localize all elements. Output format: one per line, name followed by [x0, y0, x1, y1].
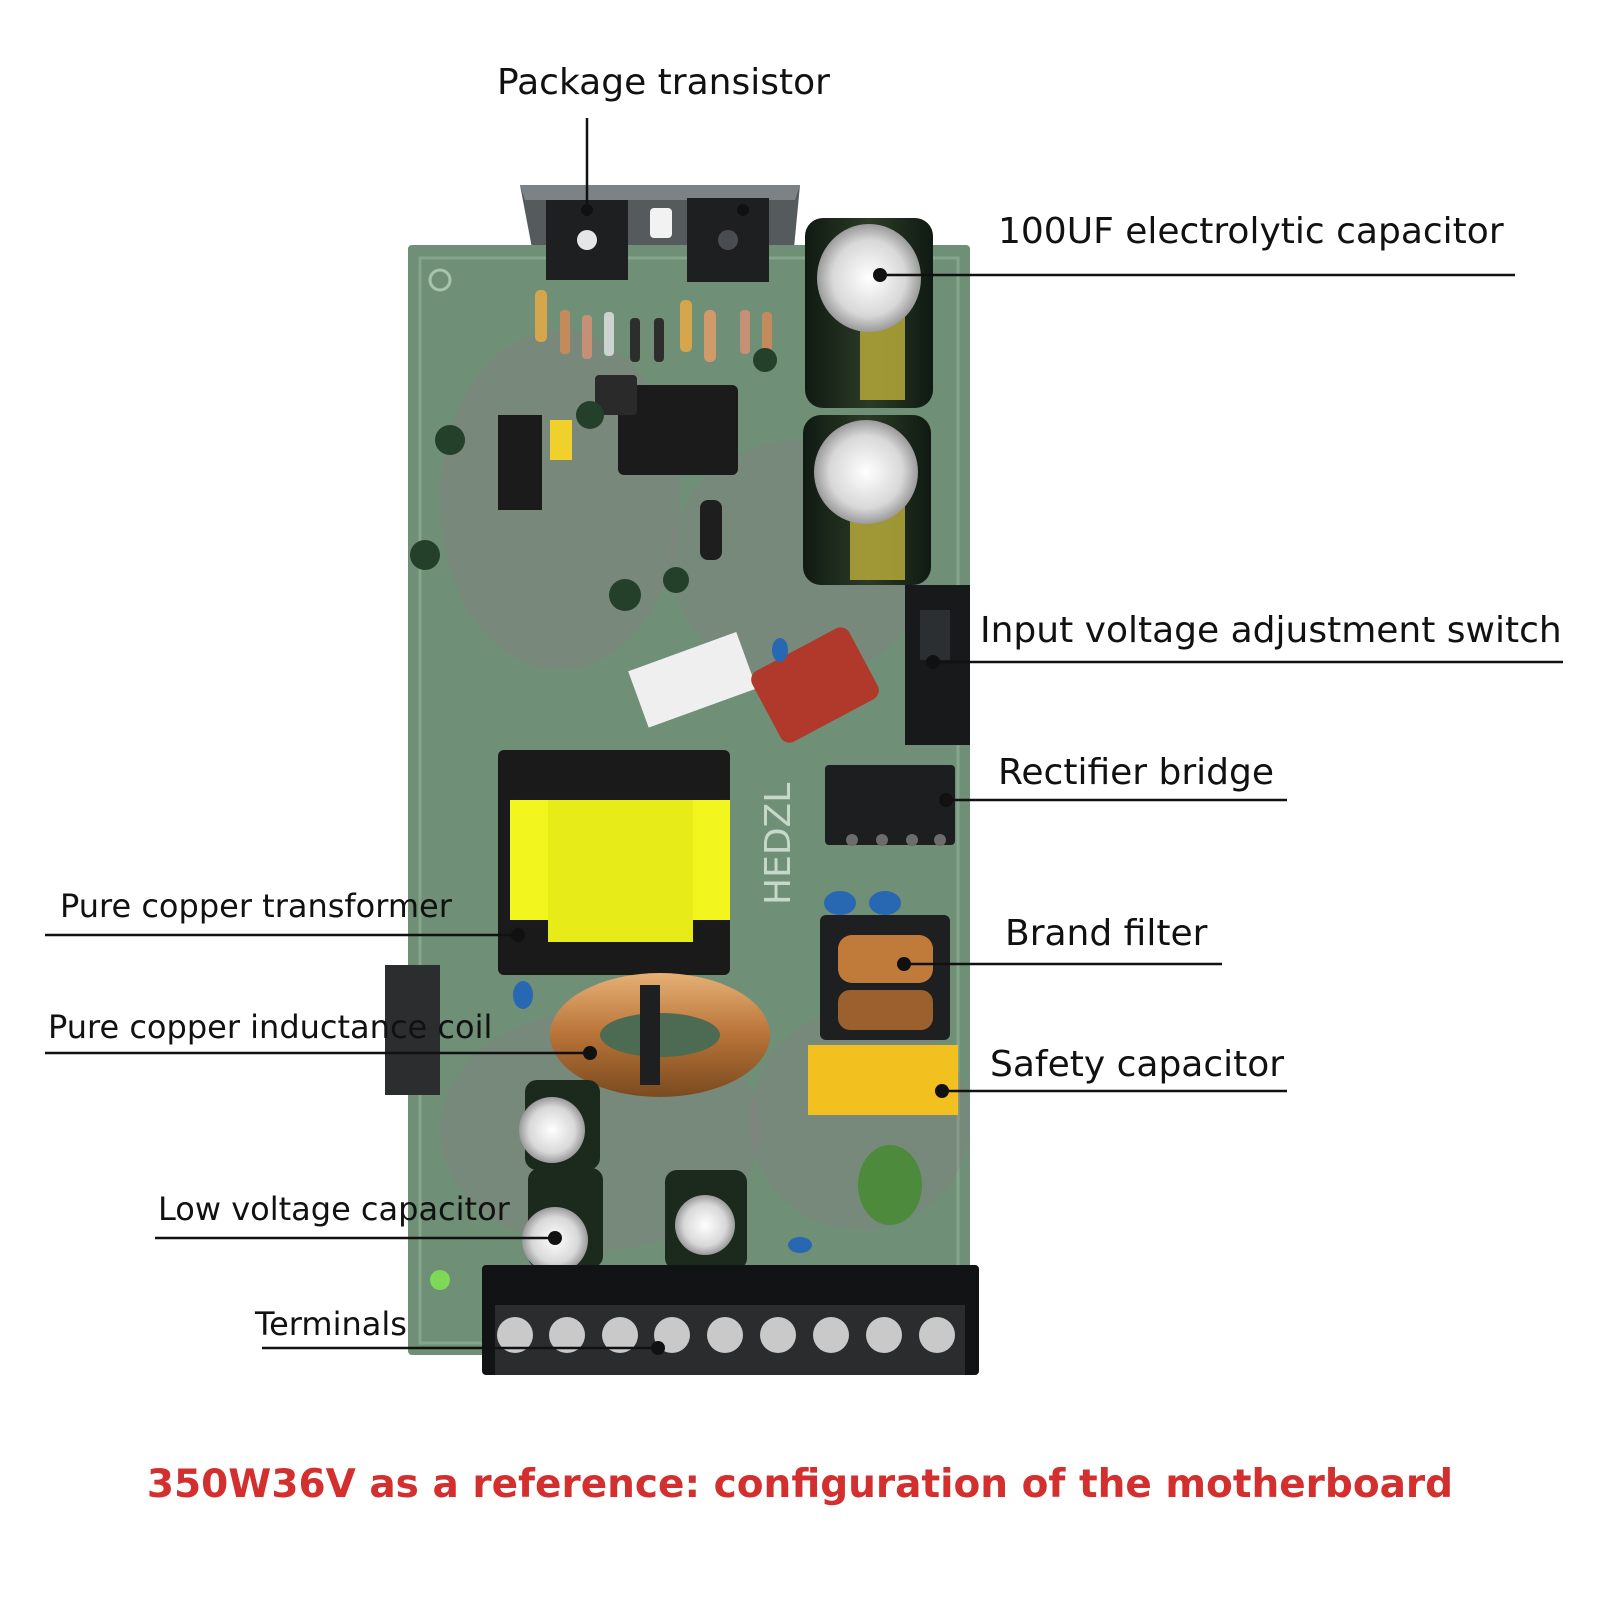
label-safety-capacitor: Safety capacitor	[990, 1044, 1285, 1085]
label-brand-filter: Brand filter	[1005, 913, 1208, 954]
film-capacitor-small	[550, 420, 572, 460]
label-transformer: Pure copper transformer	[60, 887, 452, 925]
caption: 350W36V as a reference: configuration of…	[146, 1462, 1454, 1507]
thermal-pad	[650, 208, 672, 238]
side-connector	[385, 965, 440, 1095]
inductor-coil	[550, 973, 770, 1097]
small-capacitors	[410, 348, 777, 611]
label-input-voltage-switch: Input voltage adjustment switch	[980, 610, 1562, 651]
output-capacitor-3	[665, 1170, 747, 1270]
rectifier-bridge-component	[825, 765, 955, 846]
leader-dots	[511, 204, 953, 1355]
ic-chip	[498, 415, 542, 510]
label-package-transistor: Package transistor	[497, 62, 830, 103]
x-capacitor-red	[751, 627, 879, 743]
large-capacitor-bottom	[803, 415, 931, 585]
transistor-right	[687, 198, 769, 282]
label-electrolytic-capacitor: 100UF electrolytic capacitor	[998, 211, 1504, 252]
label-inductance-coil: Pure copper inductance coil	[48, 1008, 493, 1046]
blue-y-capacitors	[513, 638, 901, 1253]
led-indicator	[430, 1270, 450, 1290]
common-mode-filter	[820, 915, 950, 1040]
output-capacitor-1	[519, 1080, 600, 1170]
label-low-voltage-capacitor: Low voltage capacitor	[158, 1190, 510, 1228]
large-capacitor-top	[805, 218, 933, 408]
output-capacitor-2	[522, 1168, 603, 1273]
svg-text:HEDZL: HEDZL	[758, 783, 799, 905]
label-terminals: Terminals	[255, 1305, 407, 1343]
terminal-block	[482, 1265, 979, 1375]
mounting-hole	[428, 268, 452, 292]
board-brand: HEDZL	[758, 783, 799, 905]
resistor-row	[535, 290, 772, 362]
green-disc-capacitor	[858, 1145, 922, 1225]
small-transformer	[595, 375, 738, 475]
leader-lines	[45, 118, 1563, 1350]
main-transformer	[498, 750, 730, 975]
safety-capacitor-component	[808, 1045, 958, 1115]
power-resistor	[628, 631, 757, 728]
terminal-screws	[497, 1317, 955, 1353]
label-rectifier-bridge: Rectifier bridge	[998, 752, 1275, 793]
